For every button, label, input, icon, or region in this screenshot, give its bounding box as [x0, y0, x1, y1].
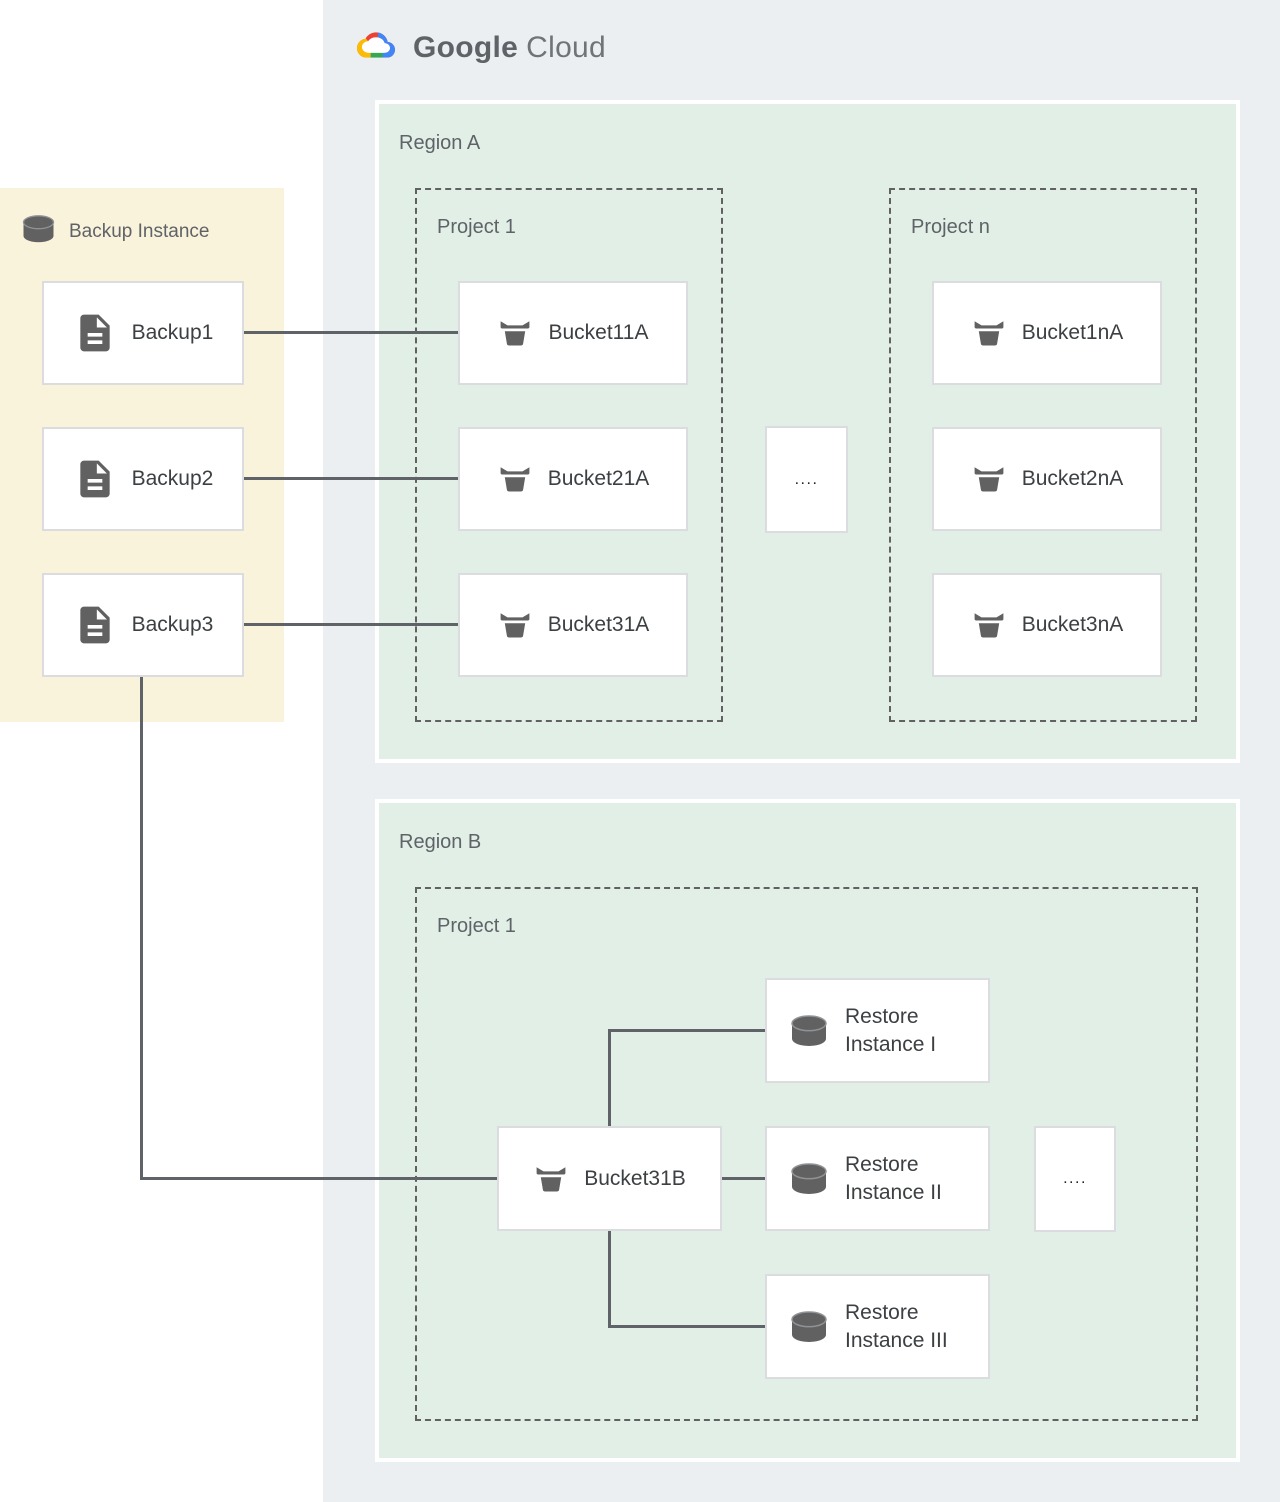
restore-instance-label: Restore Instance II: [845, 1152, 942, 1204]
backup-label: Backup1: [131, 321, 214, 344]
connector-backup1-bucket11a: [244, 331, 458, 334]
bucket-node: Bucket31A: [458, 573, 688, 677]
connector-bucket31b-restore3-horizontal: [608, 1325, 765, 1328]
connector-bucket31b-restore1-vertical: [608, 1029, 611, 1126]
backup-node: Backup3: [42, 573, 244, 677]
bucket-label: Bucket31B: [584, 1166, 686, 1190]
bucket-label: Bucket3nA: [1021, 613, 1124, 636]
backup-instance-header: Backup Instance: [20, 214, 209, 250]
connector-bucket31b-restore2: [722, 1177, 765, 1180]
backup-instance-panel: Backup Instance Backup1 Backup2: [0, 188, 284, 722]
region-b: Region B Project 1 Bucket31B: [375, 799, 1240, 1462]
region-a-project-n: Project n Bucket1nA: [889, 188, 1197, 722]
bucket-label: Bucket1nA: [1021, 321, 1124, 344]
connector-backup3-bucket31b-vertical: [140, 677, 143, 1180]
restore-instance-node: Restore Instance II: [765, 1126, 990, 1231]
bucket-node: Bucket2nA: [932, 427, 1162, 531]
region-b-label: Region B: [399, 831, 482, 853]
bucket-node: Bucket31B: [497, 1126, 722, 1231]
backup-instance-title: Backup Instance: [69, 221, 210, 242]
backup-node: Backup1: [42, 281, 244, 385]
bucket-label: Bucket21A: [547, 467, 650, 490]
bucket-icon: [971, 607, 1007, 643]
region-b-project-1: Project 1 Bucket31B: [415, 887, 1198, 1421]
bucket-node: Bucket3nA: [932, 573, 1162, 677]
bucket-icon: [971, 461, 1007, 497]
bucket-label: Bucket31A: [547, 613, 650, 636]
file-icon: [73, 457, 117, 501]
region-b-project-1-label: Project 1: [437, 915, 516, 937]
bucket-node: Bucket21A: [458, 427, 688, 531]
bucket-node: Bucket11A: [458, 281, 688, 385]
bucket-icon: [497, 315, 533, 351]
logo-word-cloud: Cloud: [526, 30, 607, 64]
ellipsis-label: ....: [1063, 1170, 1087, 1187]
connector-bucket31b-restore1-horizontal: [608, 1029, 765, 1032]
backup-label: Backup3: [131, 613, 214, 636]
connector-bucket31b-restore3-vertical: [608, 1231, 611, 1328]
bucket-label: Bucket2nA: [1021, 467, 1124, 490]
restore-instance-label: Restore Instance I: [845, 1004, 937, 1056]
bucket-icon: [497, 461, 533, 497]
bucket-icon: [497, 607, 533, 643]
database-icon: [788, 1310, 830, 1344]
connector-backup3-bucket31a: [244, 623, 458, 626]
region-a: Region A Project 1 Bucket11A: [375, 100, 1240, 763]
google-cloud-icon: [353, 26, 399, 69]
connector-backup3-bucket31b-horizontal: [140, 1177, 497, 1180]
restore-instance-label: Restore Instance III: [845, 1300, 948, 1352]
ellipsis-label: ....: [794, 470, 819, 488]
file-icon: [73, 311, 117, 355]
connector-backup2-bucket21a: [244, 477, 458, 480]
backup-node: Backup2: [42, 427, 244, 531]
region-a-label: Region A: [399, 132, 481, 154]
bucket-label: Bucket11A: [548, 321, 649, 344]
more-projects-ellipsis: ....: [765, 426, 848, 533]
region-a-project-1-label: Project 1: [437, 216, 516, 238]
more-restore-instances-ellipsis: ....: [1034, 1126, 1116, 1232]
file-icon: [73, 603, 117, 647]
logo-word-google: Google: [413, 30, 519, 64]
region-a-project-n-label: Project n: [911, 216, 990, 238]
region-a-project-1: Project 1 Bucket11A: [415, 188, 723, 722]
bucket-icon: [533, 1161, 569, 1197]
bucket-node: Bucket1nA: [932, 281, 1162, 385]
bucket-icon: [971, 315, 1007, 351]
database-icon: [788, 1162, 830, 1196]
restore-instance-node: Restore Instance III: [765, 1274, 990, 1379]
database-icon: [20, 214, 57, 250]
backup-label: Backup2: [131, 467, 214, 490]
database-icon: [788, 1014, 830, 1048]
restore-instance-node: Restore Instance I: [765, 978, 990, 1083]
